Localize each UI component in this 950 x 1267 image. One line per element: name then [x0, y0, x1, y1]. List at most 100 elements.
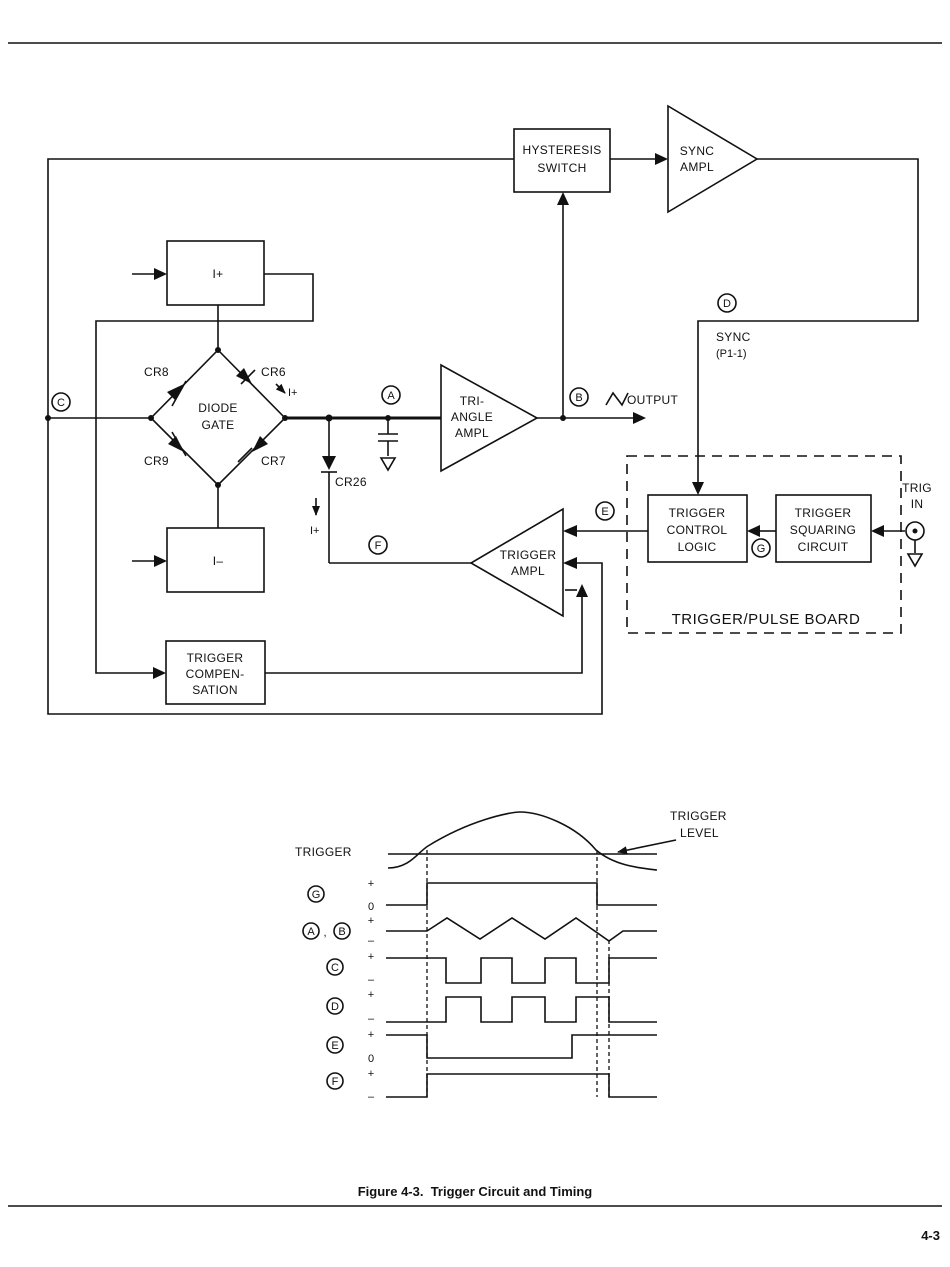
svg-text:,: , [323, 927, 326, 939]
svg-text:B: B [338, 926, 345, 938]
timing-g-label: G [312, 889, 321, 901]
node-g-label: G [757, 543, 766, 555]
sync-ampl-triangle [667, 104, 759, 214]
sync-ampl-line2: AMPL [680, 160, 714, 174]
i-plus-current-label: I+ [288, 387, 297, 399]
trigger-compensation-line1: TRIGGER [187, 651, 244, 665]
timing-diagram: TRIGGER TRIGGER LEVEL G + 0 A , B + – C … [295, 809, 727, 1103]
trigger-ampl-triangle [469, 507, 564, 618]
diode-gate-line2: GATE [202, 418, 235, 432]
svg-text:+: + [368, 1029, 374, 1041]
trigger-signal [387, 811, 658, 871]
cr6-label: CR6 [261, 365, 286, 379]
trigger-ampl-line2: AMPL [511, 564, 545, 578]
trigger-compensation-block [165, 640, 266, 705]
hysteresis-switch-line1: HYSTERESIS [522, 143, 601, 157]
svg-text:+: + [368, 878, 374, 890]
svg-text:D: D [331, 1001, 339, 1013]
node-f-marker [368, 535, 388, 555]
triangle-ampl-line1: TRI- [460, 394, 485, 408]
trigger-squaring-line1: TRIGGER [795, 506, 852, 520]
cr26-label: CR26 [335, 475, 367, 489]
node-f-label: F [375, 540, 382, 552]
svg-text:F: F [332, 1076, 339, 1088]
trig-in-line2: IN [911, 497, 924, 511]
i-plus-label: I+ [213, 267, 224, 281]
trigger-level-line2: LEVEL [680, 826, 719, 840]
cr7-label: CR7 [261, 454, 286, 468]
timing-trigger-label: TRIGGER [295, 845, 352, 859]
trigger-compensation-line2: COMPEN- [186, 667, 245, 681]
waveform-c [386, 957, 657, 984]
svg-text:C: C [331, 962, 339, 974]
i-minus-block [166, 527, 265, 593]
trigger-ampl-line1: TRIGGER [500, 548, 557, 562]
trigger-control-logic-block [647, 494, 748, 563]
svg-text:+: + [368, 1068, 374, 1080]
trigger-squaring-line2: SQUARING [790, 523, 856, 537]
node-d-marker [717, 293, 737, 313]
sync-ampl-line1: SYNC [680, 144, 715, 158]
svg-text:A: A [307, 926, 315, 938]
triangle-wave-icon [605, 391, 629, 407]
trigger-control-logic-line1: TRIGGER [669, 506, 726, 520]
output-label: OUTPUT [627, 393, 678, 407]
waveform-f [386, 1073, 657, 1098]
cr9-diode [168, 436, 184, 452]
hysteresis-switch-line2: SWITCH [537, 161, 586, 175]
svg-text:–: – [368, 1091, 375, 1103]
trigger-pulse-board-outline [626, 455, 902, 634]
cr7-diode [252, 436, 268, 452]
hysteresis-switch-block [513, 128, 611, 193]
diode-gate-line1: DIODE [198, 401, 238, 415]
triangle-ampl-line2: ANGLE [451, 410, 493, 424]
triangle-ampl-line3: AMPL [455, 426, 489, 440]
svg-text:+: + [368, 915, 374, 927]
svg-text:0: 0 [368, 901, 374, 913]
node-e-marker [595, 501, 615, 521]
i-minus-label: I– [213, 554, 224, 568]
node-e-label: E [601, 506, 608, 518]
waveform-g [386, 882, 657, 906]
wire-outer-loop [47, 158, 603, 715]
cr8-label: CR8 [144, 365, 169, 379]
svg-text:+: + [368, 951, 374, 963]
figure-caption: Figure 4-3. Trigger Circuit and Timing [358, 1184, 593, 1199]
node-c-marker [51, 392, 71, 412]
svg-text:+: + [368, 989, 374, 1001]
node-c-label: C [57, 397, 65, 409]
node-b-marker [569, 387, 589, 407]
page-number: 4-3 [921, 1228, 940, 1243]
trigger-squaring-line3: CIRCUIT [798, 540, 849, 554]
trigger-pulse-board-label: TRIGGER/PULSE BOARD [672, 611, 861, 628]
waveform-a-b [386, 917, 657, 942]
cr26-diode [322, 456, 336, 470]
cr6-diode [236, 368, 252, 384]
node-a-marker [381, 385, 401, 405]
trigger-compensation-line3: SATION [192, 683, 238, 697]
waveform-d [386, 996, 657, 1023]
trigger-control-logic-line2: CONTROL [667, 523, 728, 537]
block-diagram: HYSTERESIS SWITCH SYNC AMPL D SYNC (P1-1… [45, 104, 932, 715]
cr8-diode [167, 384, 184, 400]
trigger-squaring-circuit-block [775, 494, 872, 563]
waveform-e [386, 1034, 657, 1059]
svg-text:E: E [331, 1040, 338, 1052]
node-a-label: A [387, 390, 395, 402]
trigger-level-line1: TRIGGER [670, 809, 727, 823]
sync-label: SYNC [716, 330, 751, 344]
i-plus-cr26-label: I+ [310, 525, 319, 537]
node-d-label: D [723, 298, 731, 310]
i-plus-block [166, 240, 265, 306]
trigger-control-logic-line3: LOGIC [678, 540, 717, 554]
node-g-marker [751, 538, 771, 558]
cr9-label: CR9 [144, 454, 169, 468]
svg-text:–: – [368, 1013, 375, 1025]
svg-text:–: – [368, 935, 375, 947]
trig-in-line1: TRIG [902, 481, 932, 495]
node-b-label: B [575, 392, 582, 404]
sync-p1-label: (P1-1) [716, 348, 747, 360]
svg-text:–: – [368, 974, 375, 986]
